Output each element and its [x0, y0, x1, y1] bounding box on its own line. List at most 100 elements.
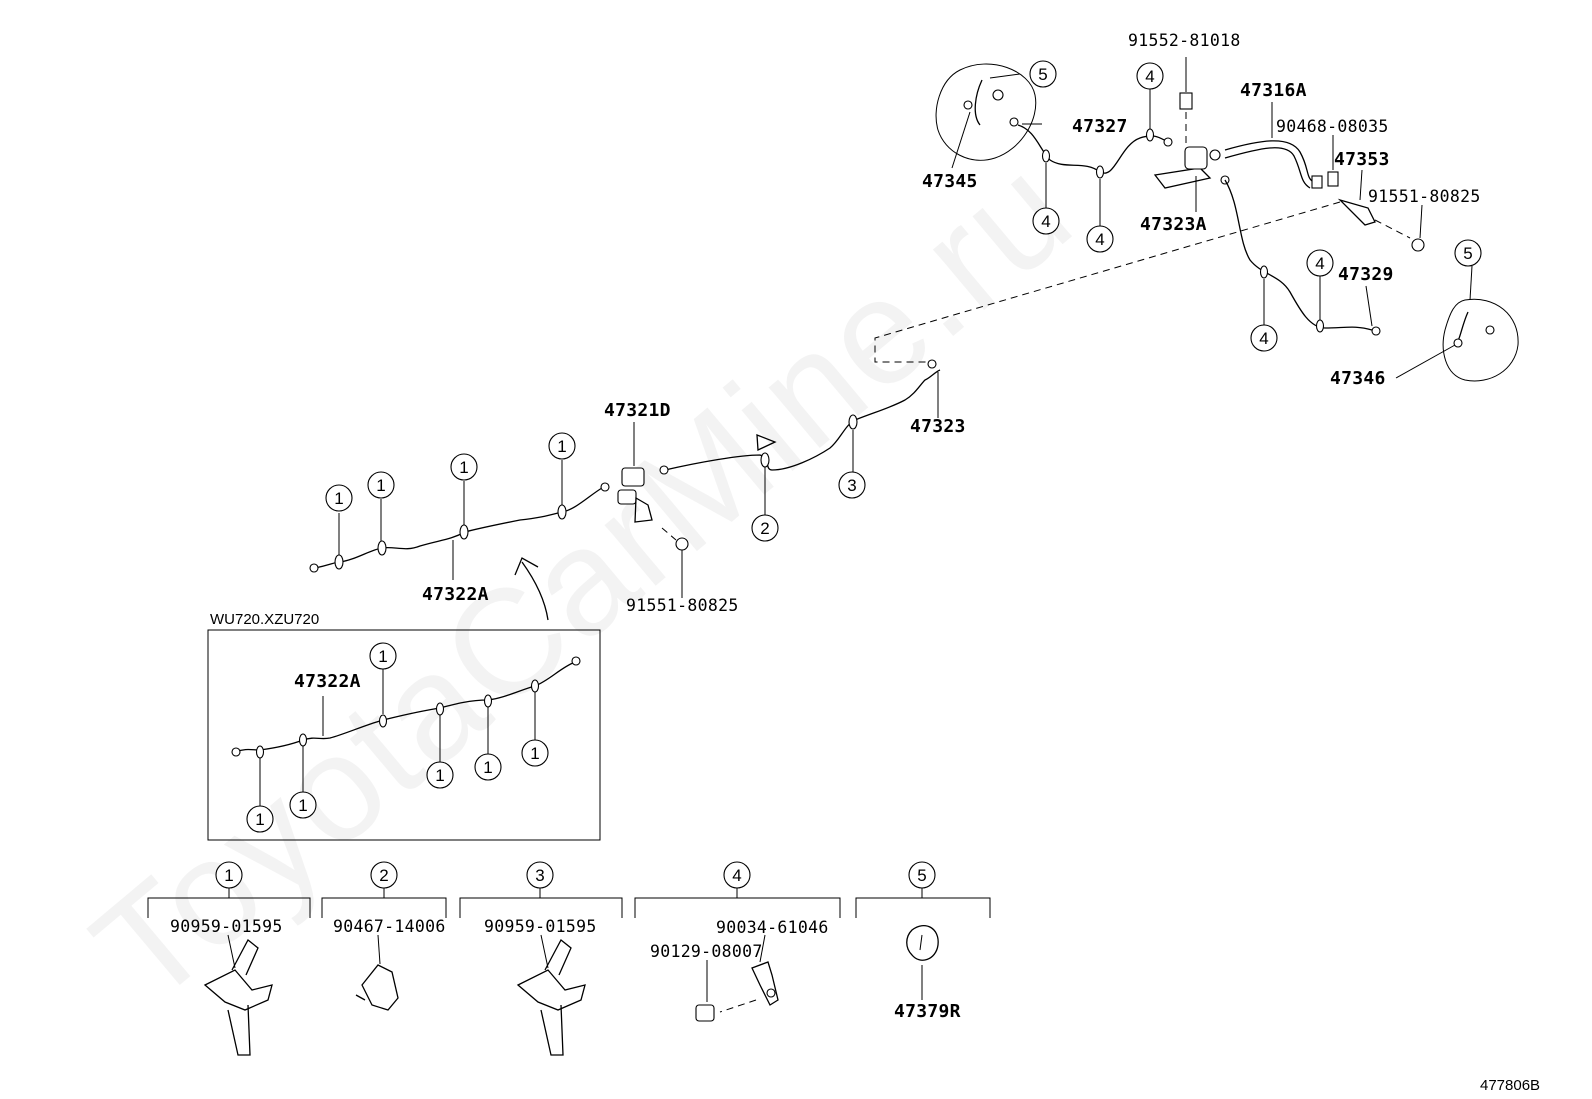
legend-callout-4: 4	[723, 861, 751, 889]
clip-legend	[147, 888, 991, 1056]
flare-nut	[600, 482, 610, 492]
svg-text:1: 1	[376, 476, 385, 495]
flare-nut	[1163, 137, 1173, 147]
bracket-47353	[1337, 198, 1376, 226]
legend-callout-2: 2	[370, 861, 398, 889]
label-90467-14006[interactable]: 90467-14006	[333, 917, 446, 936]
label-47327[interactable]: 47327	[1072, 116, 1128, 137]
label-47329[interactable]: 47329	[1338, 264, 1394, 285]
circled-callouts: 1 1 1 1 2 3 5 4 4 4 4 4 5 1 1 1 1 1 1 1 …	[215, 60, 1482, 889]
callout-4: 4	[1306, 249, 1334, 277]
callout-1: 1	[521, 739, 549, 767]
label-47322A-inset[interactable]: 47322A	[294, 671, 361, 692]
callout-1: 1	[548, 432, 576, 460]
label-47345[interactable]: 47345	[922, 171, 978, 192]
label-47321D[interactable]: 47321D	[604, 400, 671, 421]
variant-note: WU720.XZU720	[210, 611, 319, 628]
flare-nut	[231, 747, 241, 757]
fitting-right-b	[1453, 338, 1463, 348]
legend-callout-3: 3	[526, 861, 554, 889]
clip-ring	[848, 414, 858, 430]
label-91551-80825-top[interactable]: 91551-80825	[1368, 187, 1481, 206]
bolt-91551-mid	[675, 537, 689, 551]
legend-bracket-5	[855, 897, 991, 918]
clip-ring	[1315, 319, 1325, 333]
label-90129-08007[interactable]: 90129-08007	[650, 942, 763, 961]
callout-4: 4	[1136, 62, 1164, 90]
wheel-outline-left	[935, 63, 1037, 161]
label-90468-08035[interactable]: 90468-08035	[1276, 117, 1389, 136]
svg-text:3: 3	[847, 476, 856, 495]
svg-text:5: 5	[917, 866, 926, 885]
svg-text:1: 1	[530, 744, 539, 763]
label-47323[interactable]: 47323	[910, 416, 966, 437]
clip-ring	[1145, 128, 1155, 142]
callout-5: 5	[1029, 60, 1057, 88]
clip-90467-sketch	[355, 934, 399, 1011]
inset-variant-box: WU720.XZU720	[207, 611, 601, 841]
leader	[1419, 204, 1423, 239]
clip-ring	[1095, 165, 1105, 179]
clamp-90034-sketch	[695, 934, 779, 1022]
clip-ring	[459, 524, 469, 540]
clip-ring	[334, 554, 344, 570]
svg-text:1: 1	[435, 766, 444, 785]
diagram-id: 477806B	[1480, 1077, 1540, 1094]
bolt-axis	[1374, 219, 1411, 239]
junction-47321D-b	[617, 489, 637, 505]
flare-nut	[927, 359, 937, 369]
rear-brake-tube-assembly	[874, 57, 1519, 382]
callout-5: 5	[1454, 239, 1482, 267]
fitting-left-a	[992, 89, 1004, 101]
svg-text:5: 5	[1463, 244, 1472, 263]
legend-bracket-3	[459, 897, 623, 918]
hose-47316A-outer	[1224, 147, 1311, 189]
leader-5-left	[989, 73, 1021, 79]
flare-nut	[659, 465, 669, 475]
clip-ring	[760, 452, 770, 468]
svg-text:1: 1	[483, 758, 492, 777]
leader	[1359, 169, 1363, 201]
legend-bracket-2	[321, 897, 447, 918]
clip-ring	[1041, 149, 1051, 163]
label-47379R[interactable]: 47379R	[894, 1001, 961, 1022]
label-90034-61046[interactable]: 90034-61046	[716, 918, 829, 937]
legend-bracket-4	[634, 897, 841, 918]
main-brake-tube	[309, 359, 941, 598]
svg-text:1: 1	[378, 647, 387, 666]
flare-nut	[1209, 149, 1221, 161]
svg-text:2: 2	[760, 519, 769, 538]
label-47353[interactable]: 47353	[1334, 149, 1390, 170]
callout-3: 3	[838, 471, 866, 499]
callout-1: 1	[369, 642, 397, 670]
flow-arrow	[756, 434, 777, 451]
callout-1: 1	[289, 791, 317, 819]
junction-block	[1184, 146, 1208, 170]
legend-callout-1: 1	[215, 861, 243, 889]
svg-text:3: 3	[535, 866, 544, 885]
tube-47323	[664, 369, 941, 471]
svg-text:1: 1	[334, 489, 343, 508]
callout-1: 1	[474, 753, 502, 781]
hose-end	[1311, 175, 1323, 189]
clip-ring	[377, 540, 387, 556]
label-47316A[interactable]: 47316A	[1240, 80, 1307, 101]
label-47322A[interactable]: 47322A	[422, 584, 489, 605]
wheel-outline-right	[1442, 298, 1519, 382]
callout-1: 1	[246, 805, 274, 833]
svg-text:4: 4	[1259, 329, 1268, 348]
callout-leaders	[338, 89, 1473, 580]
flare-nut	[309, 563, 319, 573]
tube-47329	[1224, 179, 1373, 331]
part-labels: 91552-81018 47316A 90468-08035 47327 473…	[170, 31, 1540, 1094]
bolt-axis	[661, 527, 677, 541]
label-91551-80825-mid[interactable]: 91551-80825	[626, 596, 739, 615]
label-91552-81018[interactable]: 91552-81018	[1128, 31, 1241, 50]
label-47346[interactable]: 47346	[1330, 368, 1386, 389]
svg-text:2: 2	[379, 866, 388, 885]
label-47323A[interactable]: 47323A	[1140, 214, 1207, 235]
label-90959-01595-b[interactable]: 90959-01595	[484, 917, 597, 936]
clip-90468	[1327, 171, 1339, 187]
label-90959-01595-a[interactable]: 90959-01595	[170, 917, 283, 936]
